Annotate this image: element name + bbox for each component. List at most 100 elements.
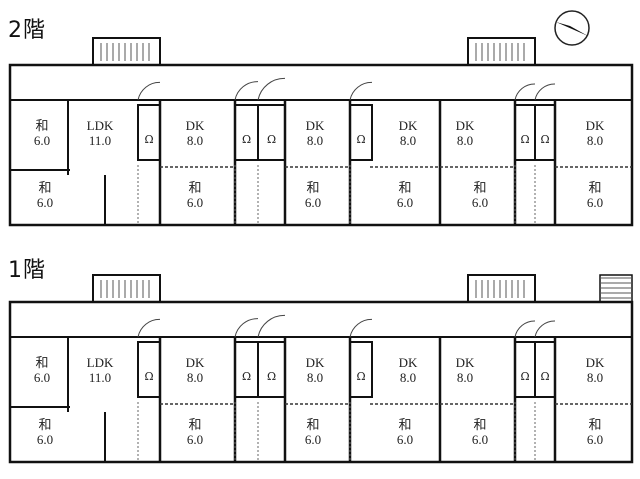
room-type: 和 xyxy=(35,355,49,370)
room-size: 6.0 xyxy=(471,432,489,447)
door-swing-icon xyxy=(514,320,536,338)
toilet-icon: Ω xyxy=(267,370,276,383)
toilet-icon: Ω xyxy=(242,133,251,146)
room-type: 和 xyxy=(473,180,487,195)
stair-box xyxy=(467,274,536,303)
room-size: 6.0 xyxy=(36,432,54,447)
toilet-icon: Ω xyxy=(267,133,276,146)
bathroom xyxy=(137,104,161,161)
room-type: DK xyxy=(455,118,475,133)
room-type: 和 xyxy=(473,417,487,432)
room-size: 6.0 xyxy=(186,432,204,447)
stair-box xyxy=(467,37,536,66)
room-type: DK xyxy=(305,355,325,370)
door-swing-icon xyxy=(349,81,373,101)
floor-2-title: 2階 xyxy=(8,18,46,43)
room-type: DK xyxy=(585,355,605,370)
floor-1-title: 1階 xyxy=(8,258,46,283)
room-type: 和 xyxy=(398,417,412,432)
compass-circle xyxy=(554,10,590,46)
door-swing-icon xyxy=(534,83,556,101)
room-type: DK xyxy=(305,118,325,133)
room-type: DK xyxy=(398,118,418,133)
bathroom xyxy=(534,341,556,398)
room-type: DK xyxy=(398,355,418,370)
door-swing-icon xyxy=(349,318,373,338)
room-type: 和 xyxy=(398,180,412,195)
room-size: 6.0 xyxy=(33,133,51,148)
toilet-icon: Ω xyxy=(242,370,251,383)
bathroom xyxy=(137,341,161,398)
toilet-icon: Ω xyxy=(144,133,153,146)
toilet-icon: Ω xyxy=(520,370,529,383)
room-size: 8.0 xyxy=(456,133,474,148)
building-outline xyxy=(8,63,634,227)
room-size: 6.0 xyxy=(396,432,414,447)
room-type: 和 xyxy=(306,417,320,432)
bathroom xyxy=(349,341,373,398)
toilet-icon: Ω xyxy=(144,370,153,383)
room-size: 8.0 xyxy=(399,370,417,385)
door-swing-icon xyxy=(234,81,259,101)
room-size: 6.0 xyxy=(396,195,414,210)
stair-box xyxy=(92,274,161,303)
bathroom xyxy=(534,104,556,161)
room-size: 8.0 xyxy=(399,133,417,148)
north-arrow-icon xyxy=(556,22,588,36)
toilet-icon: Ω xyxy=(520,133,529,146)
door-swing-icon xyxy=(234,318,259,338)
room-type: 和 xyxy=(188,180,202,195)
room-size: 8.0 xyxy=(586,133,604,148)
room-size: 11.0 xyxy=(88,133,112,148)
room-size: 8.0 xyxy=(586,370,604,385)
bathroom xyxy=(349,104,373,161)
room-type: 和 xyxy=(38,417,52,432)
room-size: 6.0 xyxy=(586,195,604,210)
room-type: DK xyxy=(185,355,205,370)
room-type: 和 xyxy=(38,180,52,195)
door-swing-icon xyxy=(137,81,161,101)
room-size: 8.0 xyxy=(306,370,324,385)
room-type: 和 xyxy=(306,180,320,195)
door-swing-icon xyxy=(257,77,286,101)
room-size: 8.0 xyxy=(186,370,204,385)
toilet-icon: Ω xyxy=(540,133,549,146)
room-type: 和 xyxy=(588,417,602,432)
room-size: 6.0 xyxy=(586,432,604,447)
door-swing-icon xyxy=(137,318,161,338)
door-swing-icon xyxy=(514,83,536,101)
room-size: 8.0 xyxy=(306,133,324,148)
room-type: DK xyxy=(455,355,475,370)
room-type: DK xyxy=(585,118,605,133)
door-swing-icon xyxy=(534,320,556,338)
stair-box xyxy=(92,37,161,66)
bathroom xyxy=(257,104,286,161)
room-size: 8.0 xyxy=(186,133,204,148)
room-size: 8.0 xyxy=(456,370,474,385)
toilet-icon: Ω xyxy=(356,133,365,146)
room-type: LDK xyxy=(86,118,114,133)
room-size: 6.0 xyxy=(471,195,489,210)
room-size: 6.0 xyxy=(304,432,322,447)
